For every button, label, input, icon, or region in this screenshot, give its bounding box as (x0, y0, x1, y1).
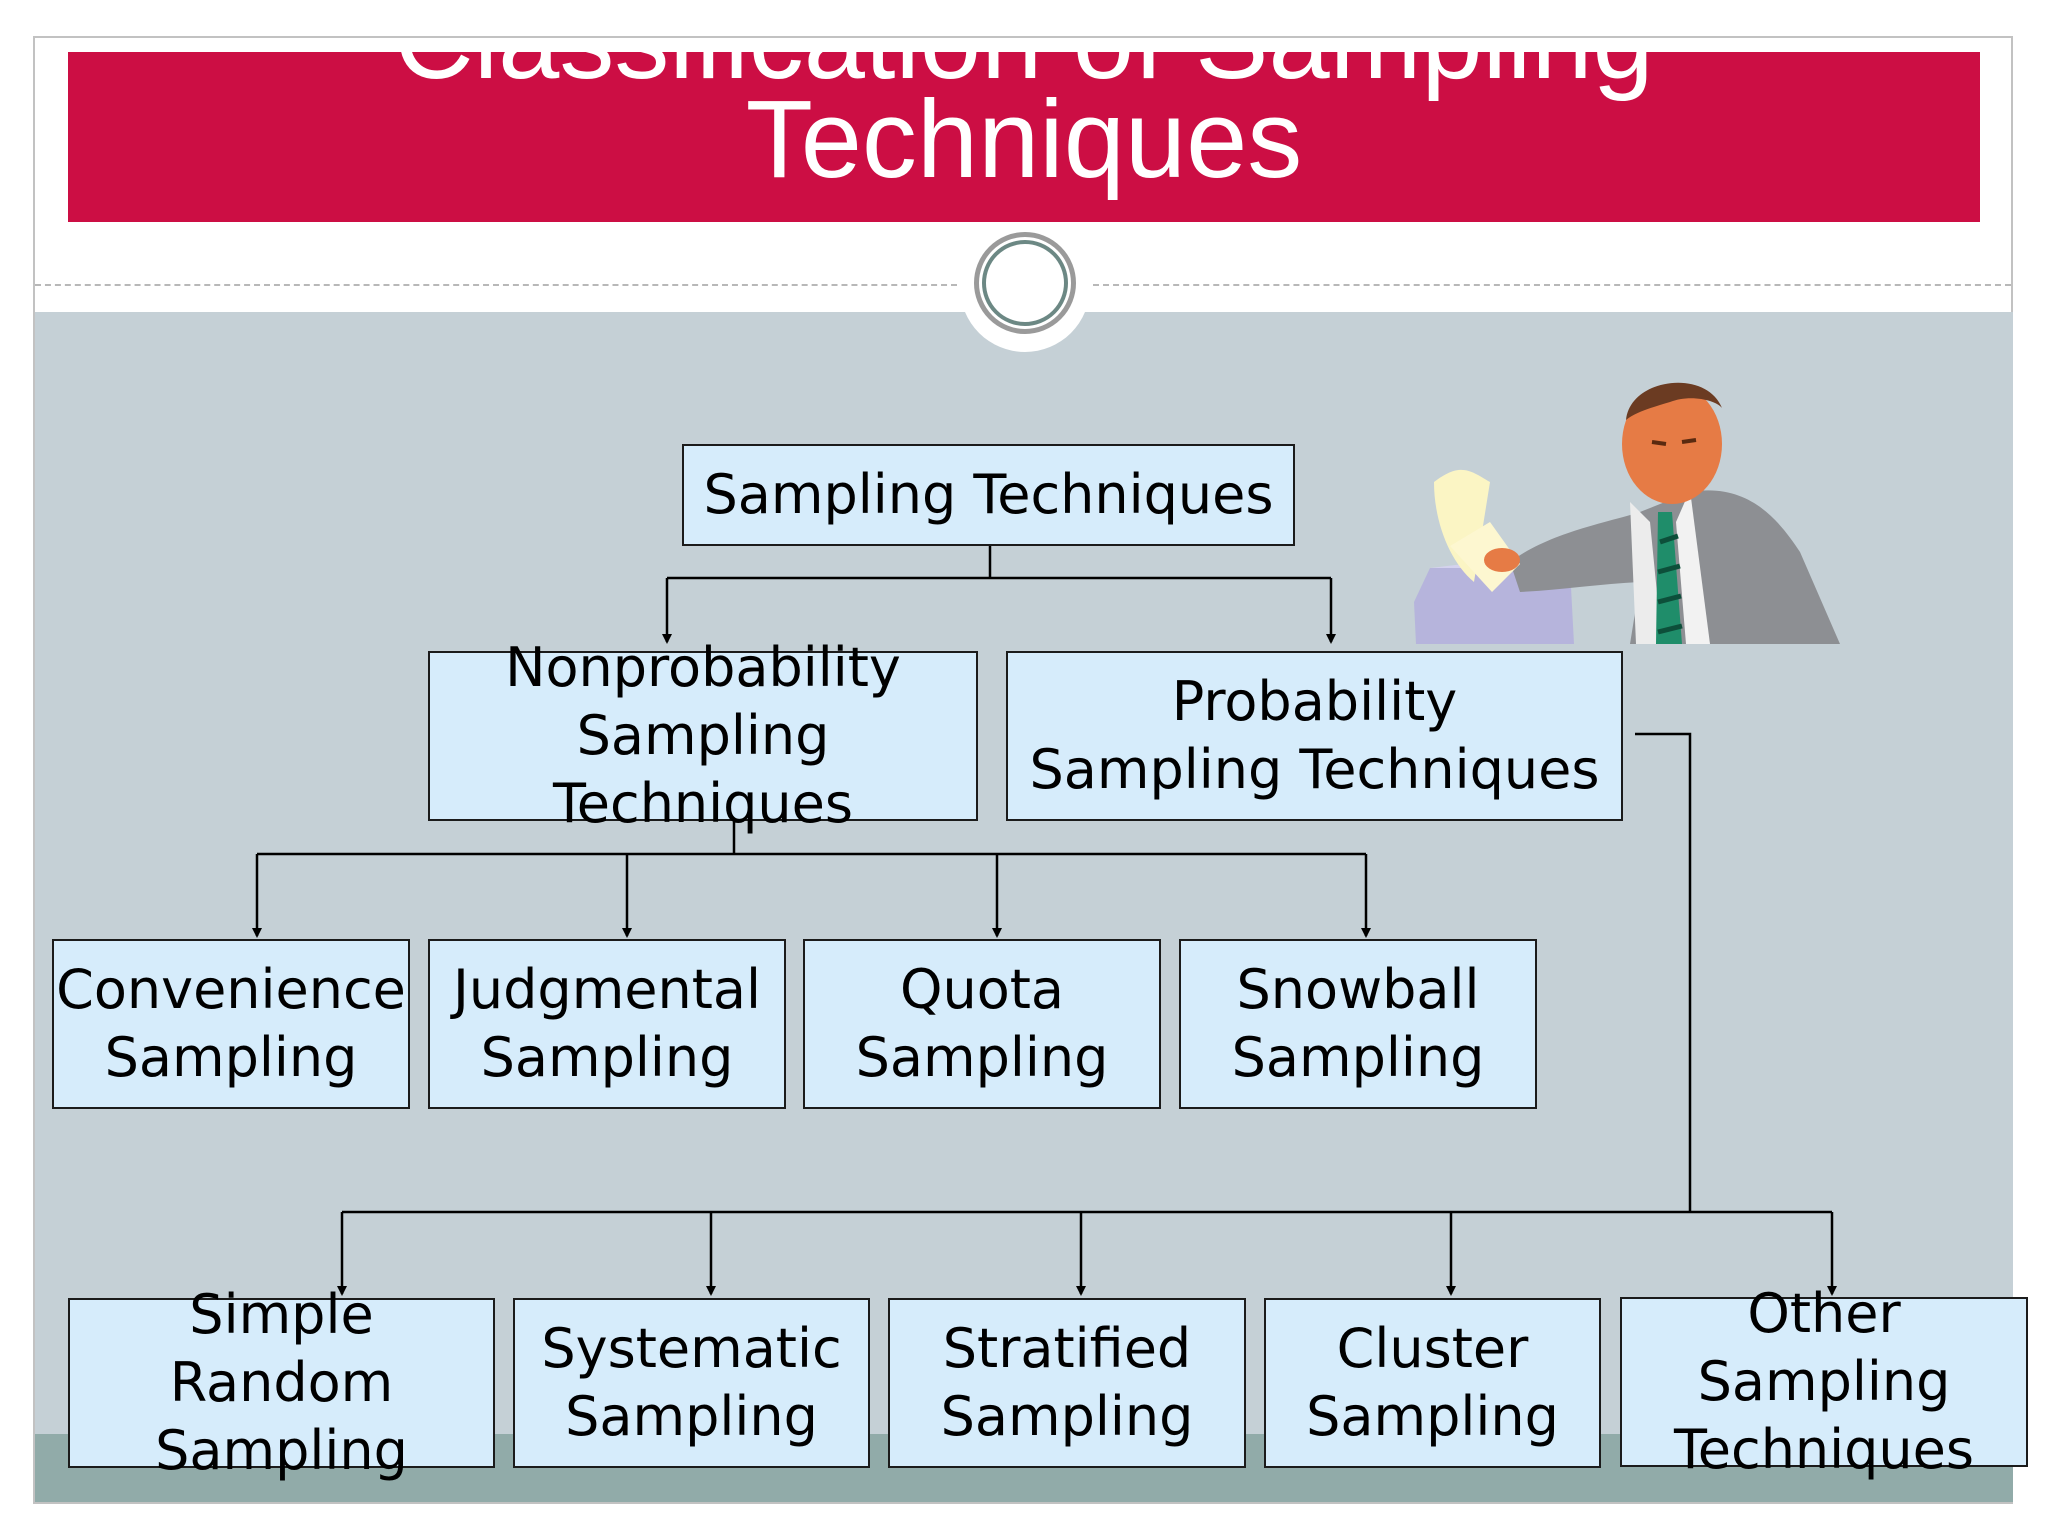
node-quota: Quota Sampling (803, 939, 1161, 1109)
head-shape (1622, 384, 1722, 504)
node-cluster: Cluster Sampling (1264, 1298, 1601, 1468)
node-probability: Probability Sampling Techniques (1006, 651, 1623, 821)
node-probability-label: Probability Sampling Techniques (1029, 670, 1600, 801)
node-systematic: Systematic Sampling (513, 1298, 870, 1468)
tie-shape (1656, 512, 1682, 644)
node-nonprobability-label: Nonprobability Sampling Techniques (505, 636, 901, 835)
node-root-label: Sampling Techniques (703, 463, 1274, 526)
node-nonprobability: Nonprobability Sampling Techniques (428, 636, 978, 835)
medallion-inner-ring (982, 240, 1068, 326)
node-snowball-label: Snowball Sampling (1231, 958, 1485, 1089)
slide-title: Techniques (745, 78, 1303, 201)
prob-stem-line (1635, 732, 1692, 1212)
medallion-ring-icon (974, 232, 1076, 334)
businessman-with-paper-icon (1414, 382, 1840, 644)
node-simple-random-label: Simple Random Sampling (155, 1283, 408, 1482)
node-root: Sampling Techniques (682, 444, 1295, 546)
node-convenience-label: Convenience Sampling (56, 958, 406, 1089)
node-other: Other Sampling Techniques (1620, 1282, 2028, 1481)
node-judgmental: Judgmental Sampling (428, 939, 786, 1109)
title-divider-left (35, 284, 957, 286)
node-snowball: Snowball Sampling (1179, 939, 1537, 1109)
node-quota-label: Quota Sampling (855, 958, 1109, 1089)
node-other-label: Other Sampling Techniques (1673, 1282, 1975, 1481)
node-judgmental-label: Judgmental Sampling (452, 958, 762, 1089)
title-bar: Classification of Sampling Techniques (68, 52, 1980, 222)
title-top-line: Classification of Sampling (68, 52, 1980, 106)
node-simple-random: Simple Random Sampling (68, 1283, 495, 1482)
node-cluster-label: Cluster Sampling (1306, 1317, 1559, 1448)
title-divider-right (1093, 284, 2011, 286)
node-convenience: Convenience Sampling (52, 939, 410, 1109)
node-stratified-label: Stratified Sampling (940, 1317, 1194, 1448)
node-systematic-label: Systematic Sampling (541, 1317, 842, 1448)
node-stratified: Stratified Sampling (888, 1298, 1246, 1468)
